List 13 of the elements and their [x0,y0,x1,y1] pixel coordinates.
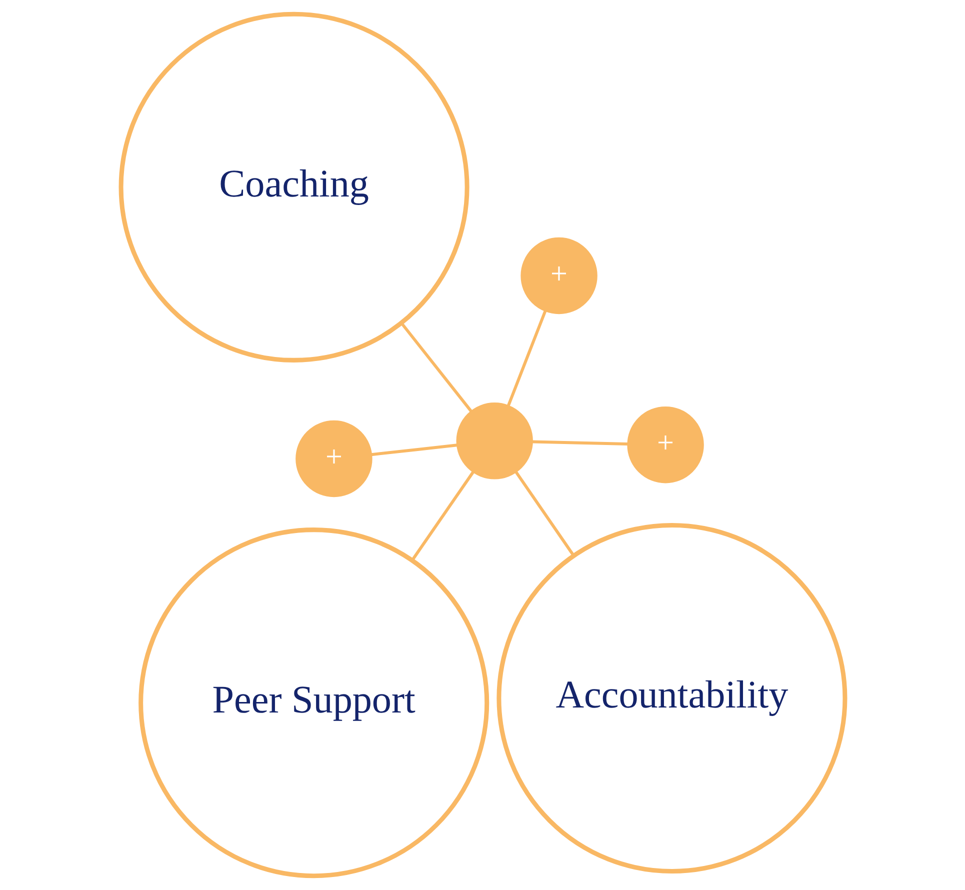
connector [370,444,457,456]
connector [410,471,474,561]
connector [400,322,472,412]
node-circle: + [520,237,597,314]
node-circle: + [626,406,704,484]
connector [514,471,574,556]
node-circle: Accountability [496,522,847,874]
connector [506,310,546,406]
node-circle: Peer Support [138,528,489,878]
node-circle: + [295,420,372,498]
connector [532,440,628,446]
node-circle: Coaching [118,12,469,362]
node-circle [456,402,532,480]
